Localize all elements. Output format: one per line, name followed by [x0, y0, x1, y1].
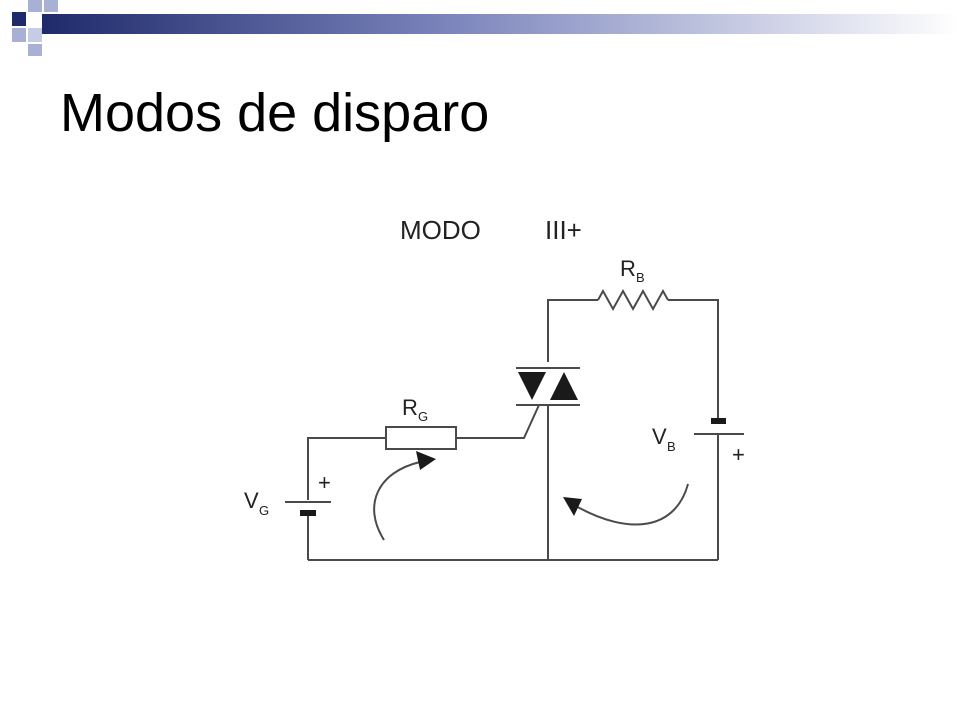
vb-label-sub: B [667, 439, 676, 454]
rb-resistor-symbol [597, 288, 669, 312]
triac-triangle-up [550, 372, 578, 400]
rg-resistor-symbol [385, 426, 457, 450]
main-arrowhead [563, 497, 582, 516]
wire-top-right [668, 299, 719, 420]
wire-top [547, 299, 598, 362]
vg-battery-short-plate [300, 510, 316, 516]
gate-current-arrow [373, 461, 421, 541]
gate-arrowhead [416, 451, 436, 470]
vg-plus-sign: + [318, 470, 331, 495]
rg-label-sub: G [418, 409, 428, 424]
wire-gate [456, 404, 540, 439]
vb-plus-sign: + [732, 442, 745, 467]
mode-label: MODO [400, 215, 481, 245]
header-decoration [12, 0, 960, 56]
deco-square-navy [12, 12, 26, 26]
main-current-arrow [573, 483, 689, 526]
deco-square-light-4 [28, 44, 42, 56]
header-gradient-bar [42, 14, 960, 34]
vb-battery-short-plate [711, 418, 726, 424]
vg-label-sub: G [259, 503, 269, 518]
slide-title: Modos de disparo [60, 83, 490, 143]
wire-left-top [307, 437, 386, 500]
rb-label-sub: B [636, 270, 645, 285]
deco-square-light-5 [44, 0, 58, 12]
deco-square-light-1 [28, 0, 42, 12]
vg-label-main: V [244, 488, 259, 513]
rb-label-main: R [620, 256, 636, 281]
vb-label-main: V [652, 424, 667, 449]
triac-triangle-down [518, 372, 546, 400]
deco-square-light-3 [28, 28, 42, 42]
deco-square-light-2 [12, 28, 26, 42]
rg-label-main: R [402, 395, 418, 420]
mode-value: III+ [545, 215, 582, 245]
